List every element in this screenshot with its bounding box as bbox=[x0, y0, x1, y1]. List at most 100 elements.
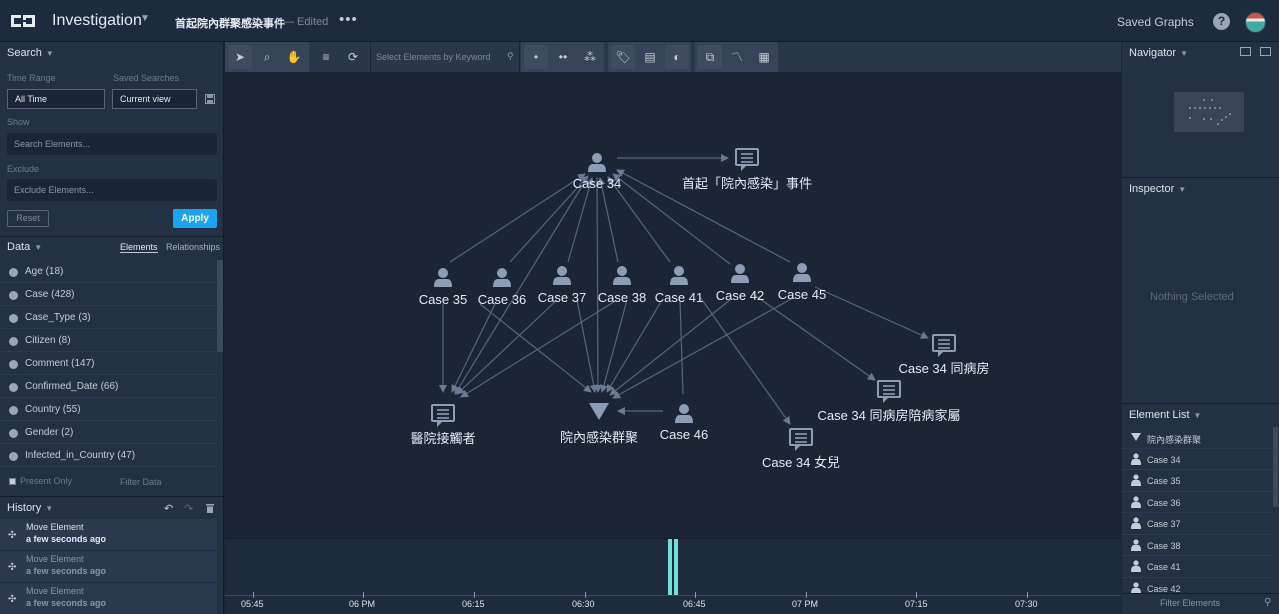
data-scrollbar[interactable] bbox=[217, 260, 223, 352]
pan-hand-icon[interactable]: ✋ bbox=[286, 50, 302, 64]
node-case-36[interactable]: Case 36 bbox=[478, 268, 526, 307]
data-header[interactable]: Data▼ bbox=[7, 241, 42, 253]
reset-button[interactable]: Reset bbox=[7, 210, 49, 227]
undo-icon[interactable]: ↶ bbox=[164, 503, 174, 515]
element-item-case-42[interactable]: Case 42 bbox=[1122, 578, 1273, 593]
node-first-event[interactable]: 首起「院內感染」事件 bbox=[682, 148, 812, 191]
document-title[interactable]: 首起院內群聚感染事件 bbox=[175, 18, 285, 30]
edge[interactable] bbox=[454, 177, 588, 395]
data-item-country[interactable]: Country (55) bbox=[0, 398, 217, 421]
data-item-confirmed-date[interactable]: Confirmed_Date (66) bbox=[0, 375, 217, 398]
trash-icon[interactable] bbox=[206, 504, 214, 513]
node-case-34[interactable]: Case 34 bbox=[573, 153, 621, 191]
data-item-citizen[interactable]: Citizen (8) bbox=[0, 329, 217, 352]
select-tool-icon[interactable]: ➤ bbox=[228, 45, 252, 69]
edge[interactable] bbox=[456, 299, 558, 395]
document-icon[interactable]: ▦ bbox=[758, 50, 770, 64]
edge[interactable] bbox=[509, 175, 589, 263]
edge[interactable] bbox=[612, 297, 794, 399]
label-tag-icon[interactable]: 🏷 bbox=[611, 45, 635, 69]
edge[interactable] bbox=[612, 173, 731, 265]
history-header[interactable]: History▼ bbox=[7, 502, 53, 514]
saved-searches-select[interactable]: Current view bbox=[112, 89, 197, 109]
chevron-down-icon[interactable]: ▼ bbox=[1178, 185, 1187, 194]
history-item[interactable]: ✣ Move Element a few seconds ago bbox=[0, 551, 217, 583]
checkbox-icon[interactable] bbox=[9, 478, 16, 485]
edge[interactable] bbox=[606, 299, 663, 393]
data-item-infected-in-country[interactable]: Infected_in_Country (47) bbox=[0, 444, 217, 467]
refresh-icon[interactable]: ⟳ bbox=[347, 50, 359, 64]
node-ward[interactable]: Case 34 同病房 bbox=[898, 334, 990, 376]
cluster-dots-icon[interactable]: ⁂ bbox=[584, 50, 596, 64]
element-list-header[interactable]: Element List▼ bbox=[1129, 409, 1201, 421]
filter-data-input[interactable]: Filter Data bbox=[120, 477, 162, 487]
apply-button[interactable]: Apply bbox=[173, 209, 217, 228]
comment-icon[interactable]: ▤ bbox=[644, 50, 656, 64]
chevron-down-icon[interactable]: ▼ bbox=[140, 13, 150, 24]
data-item-case-type[interactable]: Case_Type (3) bbox=[0, 306, 217, 329]
edge[interactable] bbox=[576, 299, 598, 393]
node-case-45[interactable]: Case 45 bbox=[778, 263, 826, 302]
more-options-button[interactable]: ••• bbox=[339, 11, 358, 28]
help-icon[interactable]: ? bbox=[1213, 13, 1230, 30]
node-ward-family[interactable]: Case 34 同病房陪病家屬 bbox=[817, 380, 961, 423]
app-logo[interactable] bbox=[11, 13, 35, 29]
edge[interactable] bbox=[679, 299, 684, 395]
zoom-tool-icon[interactable]: ⌕ bbox=[263, 50, 271, 64]
edge[interactable] bbox=[567, 177, 594, 263]
contrast-icon[interactable]: ◐ bbox=[665, 45, 689, 69]
node-case-41[interactable]: Case 41 bbox=[655, 266, 703, 305]
node-hospital-contact[interactable]: 醫院接觸者 bbox=[410, 404, 476, 446]
element-item-case-41[interactable]: Case 41 bbox=[1122, 556, 1273, 578]
chevron-down-icon[interactable]: ▼ bbox=[34, 243, 43, 252]
data-item-age[interactable]: Age (18) bbox=[0, 260, 217, 283]
chevron-down-icon[interactable]: ▼ bbox=[45, 49, 54, 58]
edge[interactable] bbox=[609, 299, 731, 396]
edge[interactable] bbox=[607, 176, 671, 263]
edge[interactable] bbox=[752, 293, 876, 381]
history-item[interactable]: ✣ Move Element a few seconds ago bbox=[0, 519, 217, 551]
node-cluster[interactable]: 院內感染群聚 bbox=[560, 403, 638, 445]
redo-icon[interactable]: ↷ bbox=[184, 503, 194, 515]
single-dot-icon[interactable]: • bbox=[524, 45, 548, 69]
avatar[interactable] bbox=[1245, 12, 1266, 33]
node-case-35[interactable]: Case 35 bbox=[419, 268, 467, 307]
node-case-42[interactable]: Case 42 bbox=[716, 264, 764, 303]
trend-line-icon[interactable]: 〽 bbox=[730, 50, 743, 64]
keyword-select-input[interactable]: Select Elements by Keyword bbox=[370, 42, 520, 72]
fit-view-icon[interactable] bbox=[1240, 47, 1251, 56]
chevron-down-icon[interactable]: ▼ bbox=[45, 504, 54, 513]
save-icon[interactable] bbox=[205, 94, 215, 104]
edge[interactable] bbox=[451, 299, 498, 393]
tab-relationships[interactable]: Relationships bbox=[166, 242, 221, 252]
filter-elements-input[interactable]: Filter Elements bbox=[1160, 598, 1221, 608]
element-item-case-37[interactable]: Case 37 bbox=[1122, 513, 1273, 535]
edge[interactable] bbox=[460, 299, 618, 398]
timeline-bar[interactable] bbox=[674, 539, 678, 595]
node-case-46[interactable]: Case 46 bbox=[660, 404, 708, 442]
element-list-scrollbar[interactable] bbox=[1273, 427, 1278, 507]
node-daughter[interactable]: Case 34 女兒 bbox=[762, 428, 840, 470]
element-item-cluster[interactable]: 院內感染群聚 bbox=[1122, 427, 1273, 449]
data-item-case[interactable]: Case (428) bbox=[0, 283, 217, 306]
node-case-37[interactable]: Case 37 bbox=[538, 266, 586, 305]
inspector-header[interactable]: Inspector▼ bbox=[1129, 183, 1186, 195]
layout-lines-icon[interactable]: ≡ bbox=[322, 50, 330, 64]
edge[interactable] bbox=[449, 173, 586, 263]
chevron-down-icon[interactable]: ▼ bbox=[1180, 49, 1188, 58]
navigator-thumbnail[interactable] bbox=[1174, 92, 1244, 132]
edge[interactable] bbox=[699, 296, 791, 425]
element-item-case-36[interactable]: Case 36 bbox=[1122, 492, 1273, 513]
edge[interactable] bbox=[814, 286, 929, 339]
double-dot-icon[interactable]: •• bbox=[558, 50, 568, 64]
edge[interactable] bbox=[479, 303, 592, 393]
graph-canvas[interactable]: Case 34 首起「院內感染」事件 Case 35 Case 36 Case … bbox=[225, 72, 1121, 538]
edge[interactable] bbox=[616, 169, 791, 263]
app-title[interactable]: Investigation bbox=[52, 12, 142, 29]
element-item-case-35[interactable]: Case 35 bbox=[1122, 470, 1273, 492]
element-item-case-38[interactable]: Case 38 bbox=[1122, 535, 1273, 556]
graph-svg[interactable]: Case 34 首起「院內感染」事件 Case 35 Case 36 Case … bbox=[225, 72, 1121, 538]
exclude-elements-input[interactable]: Exclude Elements... bbox=[7, 179, 217, 201]
data-item-gender[interactable]: Gender (2) bbox=[0, 421, 217, 444]
edge[interactable] bbox=[599, 299, 628, 393]
